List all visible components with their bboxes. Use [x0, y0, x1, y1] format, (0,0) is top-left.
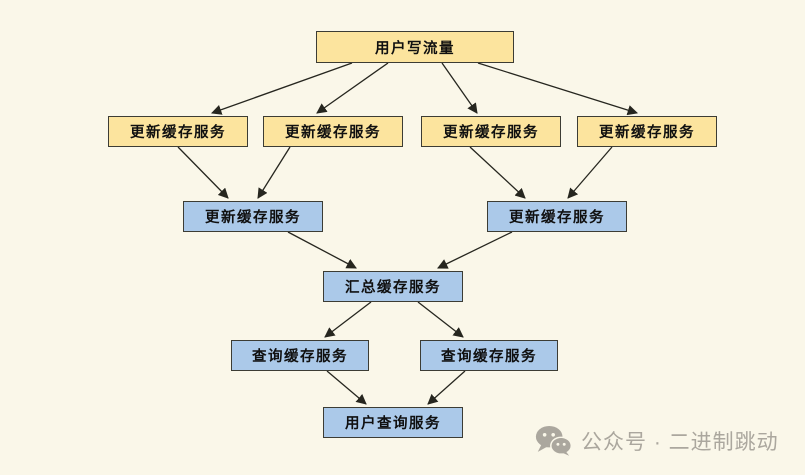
- edge-update-cache-service-3-to-update-cache-aggregate-right: [469, 146, 526, 199]
- edge-update-cache-service-2-to-update-cache-aggregate-left: [257, 146, 291, 199]
- node-update-cache-service-1: 更新缓存服务: [108, 116, 248, 147]
- node-summary-cache-service: 汇总缓存服务: [323, 271, 463, 302]
- edge-update-cache-aggregate-right-to-summary-cache-service: [437, 231, 513, 269]
- node-update-cache-service-4: 更新缓存服务: [577, 116, 717, 147]
- edge-user-write-traffic-to-update-cache-service-4: [477, 62, 638, 116]
- node-query-cache-service-2: 查询缓存服务: [420, 340, 558, 371]
- watermark-text: 公众号 · 二进制跳动: [581, 430, 779, 454]
- edge-update-cache-service-4-to-update-cache-aggregate-right: [567, 146, 613, 199]
- edge-update-cache-service-1-to-update-cache-aggregate-left: [177, 146, 229, 199]
- node-query-cache-service-1: 查询缓存服务: [231, 340, 369, 371]
- edge-user-write-traffic-to-update-cache-service-2: [316, 62, 389, 114]
- node-user-query-service: 用户查询服务: [323, 407, 463, 438]
- edge-user-write-traffic-to-update-cache-service-1: [211, 62, 353, 115]
- node-update-cache-service-3: 更新缓存服务: [421, 116, 561, 147]
- edge-update-cache-aggregate-left-to-summary-cache-service: [287, 231, 357, 269]
- edge-query-cache-service-1-to-user-query-service: [326, 370, 367, 405]
- node-update-cache-aggregate-left: 更新缓存服务: [183, 201, 323, 232]
- edge-query-cache-service-2-to-user-query-service: [427, 370, 466, 405]
- wechat-icon: [535, 425, 572, 456]
- edge-summary-cache-service-to-query-cache-service-2: [417, 301, 464, 338]
- edge-user-write-traffic-to-update-cache-service-3: [441, 62, 478, 114]
- edge-summary-cache-service-to-query-cache-service-1: [324, 301, 372, 338]
- node-user-write-traffic: 用户写流量: [316, 31, 514, 63]
- watermark: 公众号 · 二进制跳动: [534, 424, 779, 457]
- node-update-cache-aggregate-right: 更新缓存服务: [487, 201, 627, 232]
- node-update-cache-service-2: 更新缓存服务: [263, 116, 403, 147]
